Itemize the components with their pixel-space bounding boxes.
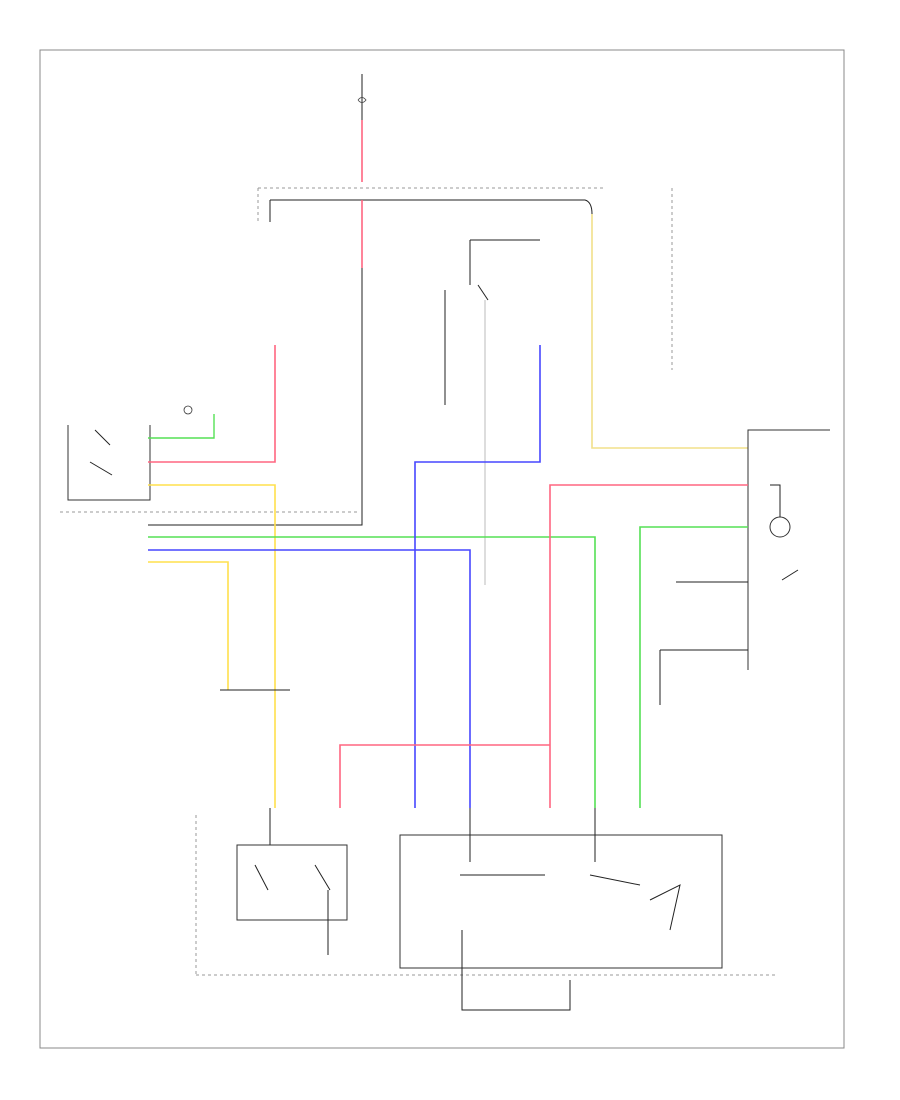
power-feed <box>357 74 367 182</box>
center-feed <box>148 200 540 585</box>
fuse-symbol <box>357 97 367 103</box>
right-green-wire <box>639 526 748 808</box>
left-harness <box>60 511 596 808</box>
bottom-switch-area <box>195 808 775 1011</box>
left-module <box>67 345 276 808</box>
left-ground-icon <box>183 405 193 415</box>
vertical-switch-body <box>469 239 540 285</box>
pale-yellow-path <box>591 214 748 449</box>
switch-group-left-box <box>236 844 348 921</box>
center-black-wire <box>148 268 363 526</box>
bottom-ground-wire <box>461 930 571 1011</box>
blue-center-wire <box>414 345 541 808</box>
left-yellow-wire <box>148 484 276 808</box>
left-green-stub <box>148 414 215 439</box>
motor-icon <box>769 516 791 538</box>
splice-bus <box>270 199 593 215</box>
harness-green-wire <box>148 536 596 808</box>
control-switch-box <box>399 834 723 969</box>
right-block-frame <box>747 429 830 670</box>
switch-left-blade <box>254 864 269 891</box>
right-black-wire-2 <box>659 649 748 705</box>
diagram-border <box>39 49 845 1049</box>
control-switch-internal <box>460 808 641 886</box>
harness-yellow-wire <box>148 561 229 690</box>
vertical-switch-blade <box>477 284 489 301</box>
motor-lead <box>770 484 781 517</box>
left-pink-wire <box>148 345 276 463</box>
blue-center-path <box>414 345 541 808</box>
control-switch-lever <box>649 884 681 931</box>
right-motor-block <box>549 429 830 808</box>
right-pink-wire <box>549 484 748 808</box>
left-module-switch-2 <box>89 461 113 476</box>
right-switch-blade <box>781 569 799 581</box>
pale-yellow-wire <box>591 214 748 449</box>
left-module-switch-1 <box>94 429 111 446</box>
switch-right-blade <box>314 864 331 955</box>
splice-block <box>257 187 606 222</box>
harness-blue-wire <box>148 549 471 808</box>
pink-bottom-loop <box>339 744 550 808</box>
left-module-frame <box>67 425 151 501</box>
